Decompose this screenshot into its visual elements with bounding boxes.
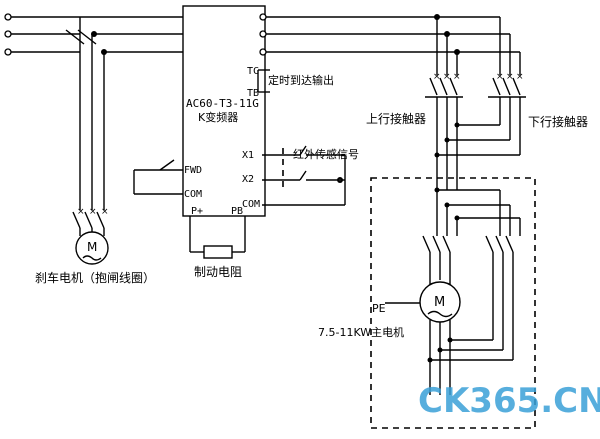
output-lines (266, 14, 521, 75)
terminal-pb: PB (231, 206, 243, 217)
motor-enclosure (370, 177, 536, 429)
timer-output-relay: 定时到达输出 (257, 69, 334, 93)
terminal-com: COM (184, 189, 202, 200)
brake-contact-mark-3: × (101, 207, 109, 217)
label-brake-resistor: 制动电阻 (194, 265, 242, 279)
label-ir-signal: 红外传感信号 (293, 148, 359, 161)
terminal-x1: X1 (242, 150, 254, 161)
motor-contactors (422, 187, 521, 360)
up-contact-mark-1: × (433, 72, 441, 82)
up-contact-mark-3: × (453, 72, 461, 82)
label-timer-output: 定时到达输出 (268, 73, 334, 87)
label-down-contactor: 下行接触器 (528, 114, 588, 129)
brake-resistor: 制动电阻 (189, 216, 246, 279)
terminal-p-plus: P+ (191, 206, 203, 217)
ir-sensor-contacts: 红外传感信号 (262, 145, 359, 206)
main-motor: M PE 7.5-11KW主电机 (318, 281, 513, 395)
terminal-fwd: FWD (184, 165, 202, 176)
label-pe: PE (372, 302, 386, 315)
up-contact-mark-2: × (443, 72, 451, 82)
terminal-x2: X2 (242, 174, 254, 185)
brake-contact-mark-1: × (77, 207, 85, 217)
up-contactor-contacts: × × × (425, 72, 463, 190)
main-motor-symbol: M (434, 295, 445, 310)
brake-contact-mark-2: × (89, 207, 97, 217)
supply-lines (4, 13, 183, 210)
inverter-model: AC60-T3-11G (186, 97, 259, 110)
down-contact-mark-2: × (506, 72, 514, 82)
inverter-name: K变频器 (198, 110, 238, 124)
label-main-motor: 7.5-11KW主电机 (318, 325, 404, 339)
fwd-switch (133, 159, 183, 195)
down-contact-mark-3: × (516, 72, 524, 82)
label-brake-motor: 刹车电机（抱闸线圈） (35, 270, 155, 285)
terminal-com-right: COM (242, 199, 260, 210)
brake-motor-symbol: M (87, 240, 97, 254)
terminal-tb: TB (247, 88, 259, 99)
inverter-box: AC60-T3-11G K变频器 TC TB FWD COM X1 X2 COM… (182, 5, 267, 217)
terminal-tc: TC (247, 66, 259, 77)
label-up-contactor: 上行接触器 (366, 111, 426, 126)
down-contactor-contacts: × × × (434, 72, 526, 158)
down-contact-mark-1: × (496, 72, 504, 82)
watermark: CK365.CN (418, 381, 600, 421)
brake-motor: × × × M 刹车电机（抱闸线圈） (35, 207, 155, 285)
